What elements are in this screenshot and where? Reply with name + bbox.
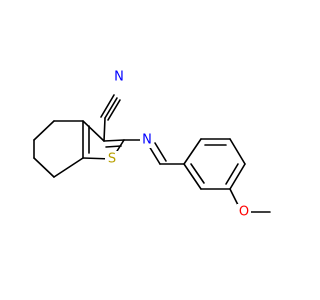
benzene-bond-1: [183, 138, 202, 165]
molecule-structure: N N S O: [33, 68, 271, 220]
imine-double-bond-a: [148, 145, 161, 165]
c7-c7a-bond: [53, 157, 84, 178]
imine-nitrogen-label: N: [142, 133, 152, 148]
nitrile-triple-bond-1: [104, 97, 118, 119]
nitrile-triple-bond-2: [100, 94, 115, 118]
c3-c2-double-bond-b: [105, 145, 122, 148]
c3-c3a-bond: [82, 120, 105, 142]
molecule-canvas: N N S O: [33, 68, 271, 220]
benzene-bond-4-inner: [225, 163, 239, 185]
c4-c5-bond: [33, 120, 55, 141]
imine-double-bond-b: [154, 142, 167, 162]
methoxy-oxygen-label: O: [239, 205, 249, 220]
nitrile-to-ring-bond: [103, 117, 106, 142]
thiophene-sulfur-label: S: [108, 152, 116, 167]
benzene-bond-3: [229, 138, 246, 165]
bonds: [33, 94, 271, 213]
c6-c7-bond: [33, 157, 55, 178]
atom-labels: N N S O: [105, 68, 251, 220]
benzene-bond-6-inner: [190, 163, 205, 184]
benzene-bond-6: [183, 163, 202, 190]
c3-c2-double-bond-a: [103, 139, 125, 142]
nitrile-triple-bond-3: [107, 99, 121, 121]
benzene-bond-4: [229, 163, 246, 190]
nitrile-nitrogen-label: N: [114, 70, 124, 85]
